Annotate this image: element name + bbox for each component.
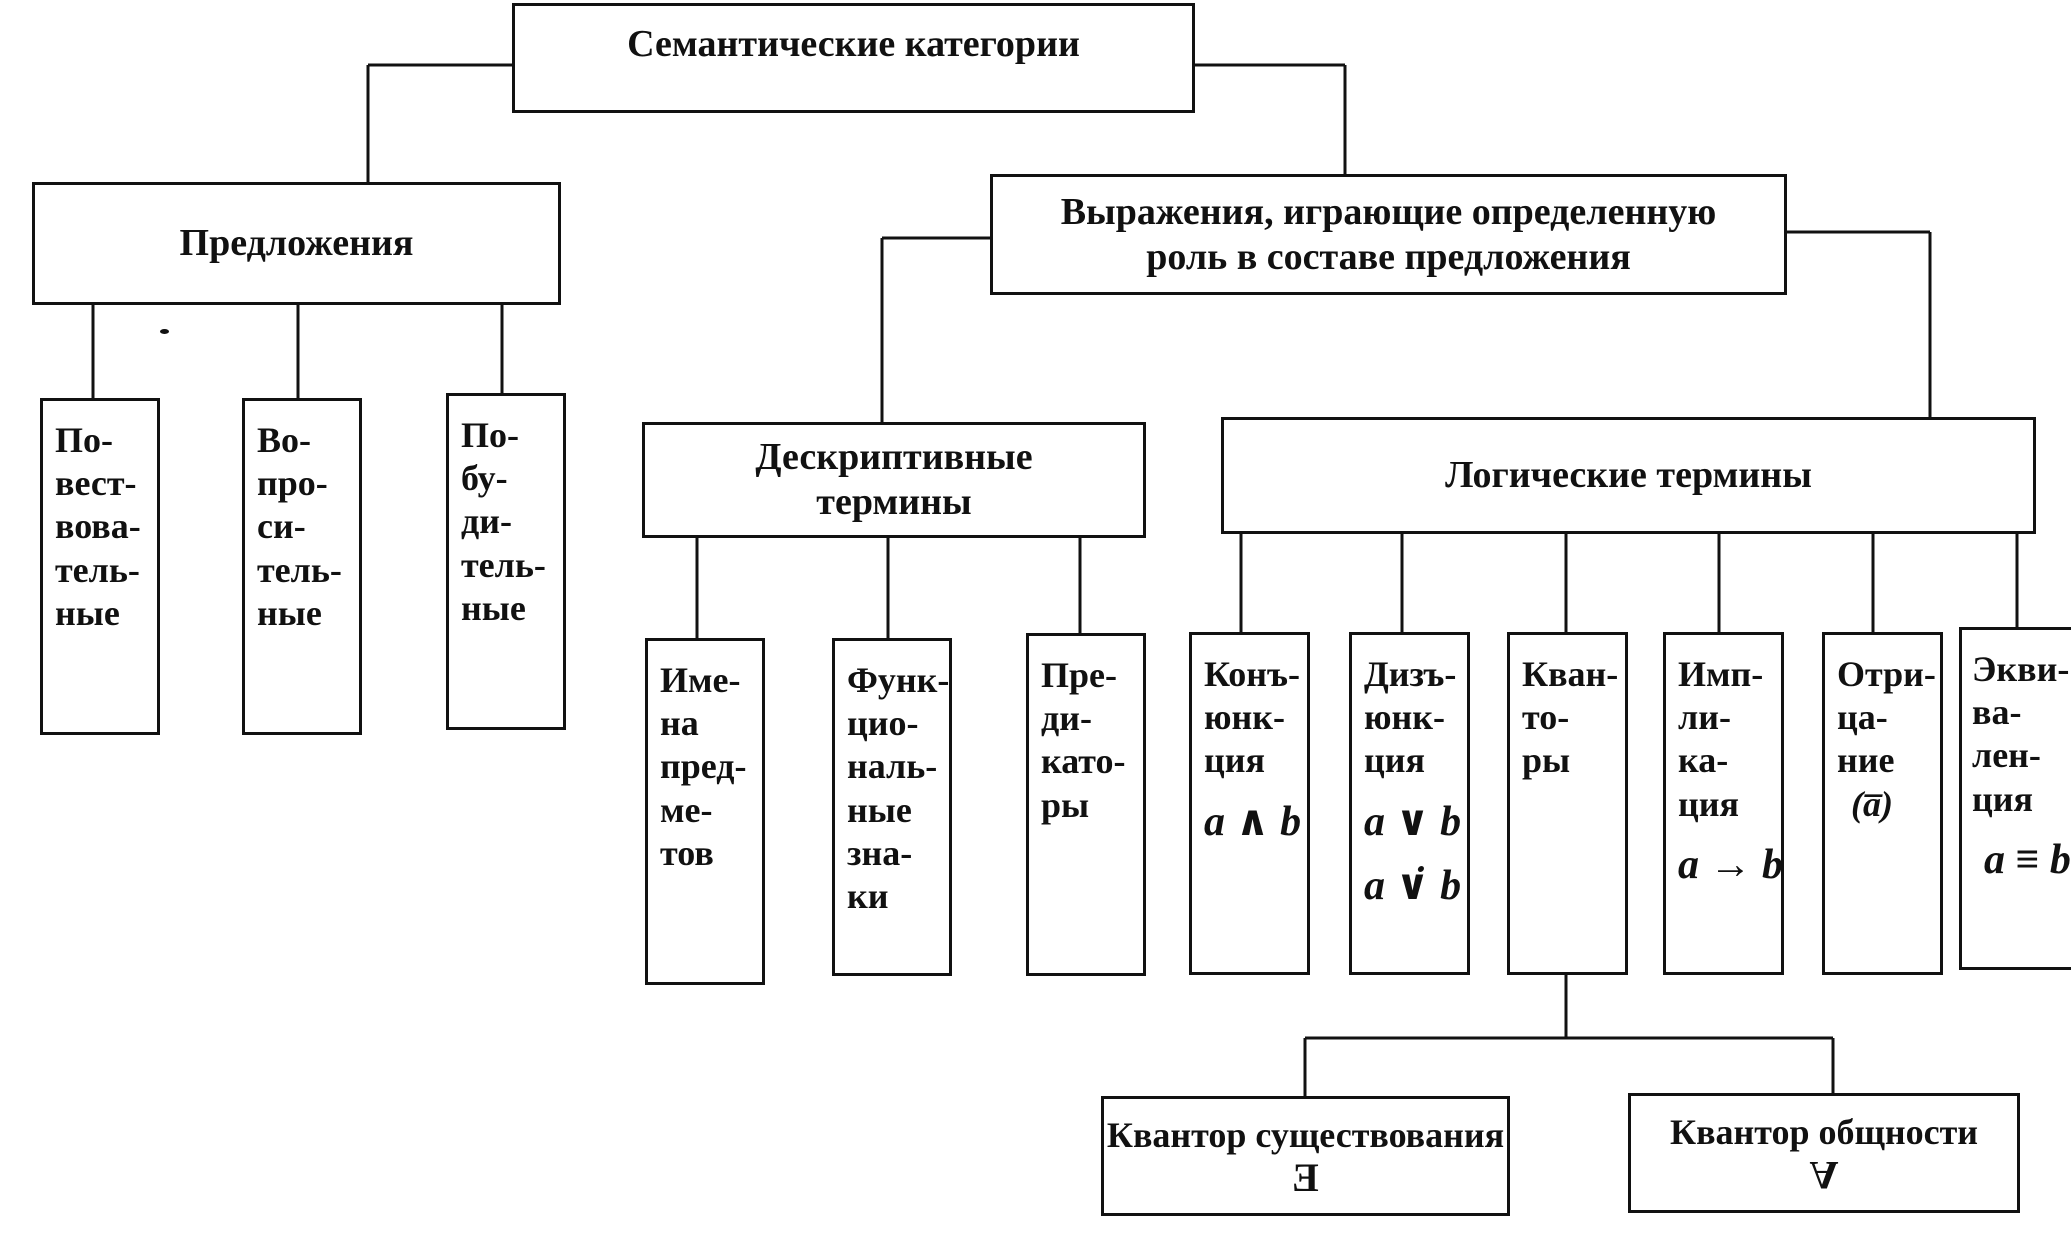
sentence-type-narrative-box: По- вест- вова- тель- ные (40, 398, 160, 735)
expressions-label-line-2: роль в составе предложения (1146, 235, 1631, 278)
box-text-line: вест- (55, 463, 137, 504)
box-text-line: ние (1837, 740, 1895, 781)
sentence-type-interrogative-box: Во- про- си- тель- ные (242, 398, 362, 735)
descriptive-terms-line-2: термины (816, 481, 972, 523)
expressions-box: Выражения, играющие определенную роль в … (990, 174, 1787, 295)
box-text-line: ры (1041, 784, 1090, 825)
box-text-line: тель- (55, 549, 140, 590)
box-text-line: юнк- (1204, 697, 1285, 738)
box-text-line: на (660, 703, 699, 744)
logical-type-implication-box: Имп- ли- ка- ция a → b (1663, 632, 1784, 975)
box-text-line: Пре- (1041, 655, 1117, 695)
box-text-line: бу- (461, 458, 508, 499)
box-text-line: ме- (660, 789, 713, 830)
box-text-line: ки (847, 875, 889, 916)
box-text-line: като- (1041, 741, 1126, 782)
logical-type-negation-box: Отри- ца- ние (a̅) (1822, 632, 1943, 975)
universal-quantifier-box: Квантор общности A (1628, 1093, 2020, 1213)
logical-terms-box: Логические термины (1221, 417, 2036, 534)
box-text-line: Кван- (1522, 654, 1619, 694)
box-text-line: ция (1972, 778, 2033, 819)
box-text-line: ры (1522, 740, 1571, 781)
box-text-line: По- (461, 415, 519, 455)
descriptive-type-functional-signs-box: Функ- цио- наль- ные зна- ки (832, 638, 952, 976)
box-text-line: ция (1678, 783, 1739, 824)
box-text-line: то- (1522, 697, 1570, 738)
box-text-line: вова- (55, 506, 141, 547)
sentences-label: Предложения (179, 222, 414, 265)
box-text-line: Экви- (1972, 649, 2070, 689)
box-text-line: наль- (847, 746, 938, 787)
box-text-line: тель- (257, 549, 342, 590)
box-text-line: ка- (1678, 740, 1729, 781)
box-text-line: Функ- (847, 660, 950, 700)
logical-type-conjunction-box: Конъ- юнк- ция a ∧ b (1189, 632, 1310, 975)
descriptive-type-object-names-box: Име- на пред- ме- тов (645, 638, 765, 985)
equivalence-formula: a ≡ b (1984, 836, 2071, 883)
box-text-line: пред- (660, 746, 747, 787)
descriptive-terms-line-1: Дескриптивные (755, 436, 1033, 479)
sentences-box: Предложения (32, 182, 561, 305)
existential-quantifier-symbol: E (1292, 1155, 1319, 1201)
existential-quantifier-box: Квантор существования E (1101, 1096, 1510, 1216)
descriptive-type-predicates-box: Пре- ди- като- ры (1026, 633, 1146, 976)
box-text-line: зна- (847, 832, 913, 873)
disjunction-formula: a ∨ b (1364, 798, 1462, 845)
root-category-box: Семантические категории (512, 3, 1195, 113)
box-text-line: ные (847, 789, 912, 830)
box-text-line: ция (1364, 740, 1425, 781)
box-text-line: си- (257, 506, 306, 547)
logical-terms-label: Логические термины (1445, 454, 1812, 497)
universal-quantifier-symbol: A (1809, 1153, 1839, 1199)
box-text-line: ция (1204, 740, 1265, 781)
sentence-type-imperative-box: По- бу- ди- тель- ные (446, 393, 566, 730)
box-text-line: Во- (257, 420, 311, 460)
box-text-line: ные (257, 592, 322, 633)
box-text-line: Име- (660, 660, 741, 700)
box-text-line: ва- (1972, 692, 2022, 733)
logical-type-equivalence-box: Экви- ва- лен- ция a ≡ b (1959, 627, 2071, 970)
negation-formula: (a̅) (1851, 783, 1893, 824)
box-text-line: Конъ- (1204, 654, 1301, 694)
conjunction-formula: a ∧ b (1204, 798, 1302, 845)
box-text-line: ли- (1678, 697, 1731, 738)
box-text-line: ди- (1041, 698, 1092, 739)
scan-speck (160, 329, 169, 334)
box-text-line: ца- (1837, 697, 1888, 738)
expressions-label-line-1: Выражения, играющие определенную (1060, 190, 1717, 233)
root-category-label: Семантические категории (627, 23, 1080, 65)
logical-type-quantifiers-box: Кван- то- ры (1507, 632, 1628, 975)
box-text-line: ди- (461, 501, 512, 542)
descriptive-terms-box: Дескриптивные термины (642, 422, 1146, 538)
box-text-line: Дизъ- (1364, 654, 1457, 694)
strict-disjunction-formula: a ∨̇ b (1364, 862, 1462, 909)
universal-quantifier-label: Квантор общности (1669, 1111, 1979, 1152)
box-text-line: По- (55, 420, 113, 460)
box-text-line: Имп- (1678, 654, 1764, 694)
box-text-line: про- (257, 463, 328, 504)
box-text-line: юнк- (1364, 697, 1445, 738)
box-text-line: тов (660, 832, 714, 873)
implication-formula: a → b (1678, 841, 1783, 888)
existential-quantifier-label: Квантор существования (1106, 1114, 1505, 1155)
box-text-line: цио- (847, 703, 919, 744)
box-text-line: Отри- (1837, 654, 1936, 694)
box-text-line: ные (461, 587, 526, 628)
logical-type-disjunction-box: Дизъ- юнк- ция a ∨ b a ∨̇ b (1349, 632, 1470, 975)
box-text-line: лен- (1972, 735, 2041, 776)
box-text-line: тель- (461, 544, 546, 585)
box-text-line: ные (55, 592, 120, 633)
